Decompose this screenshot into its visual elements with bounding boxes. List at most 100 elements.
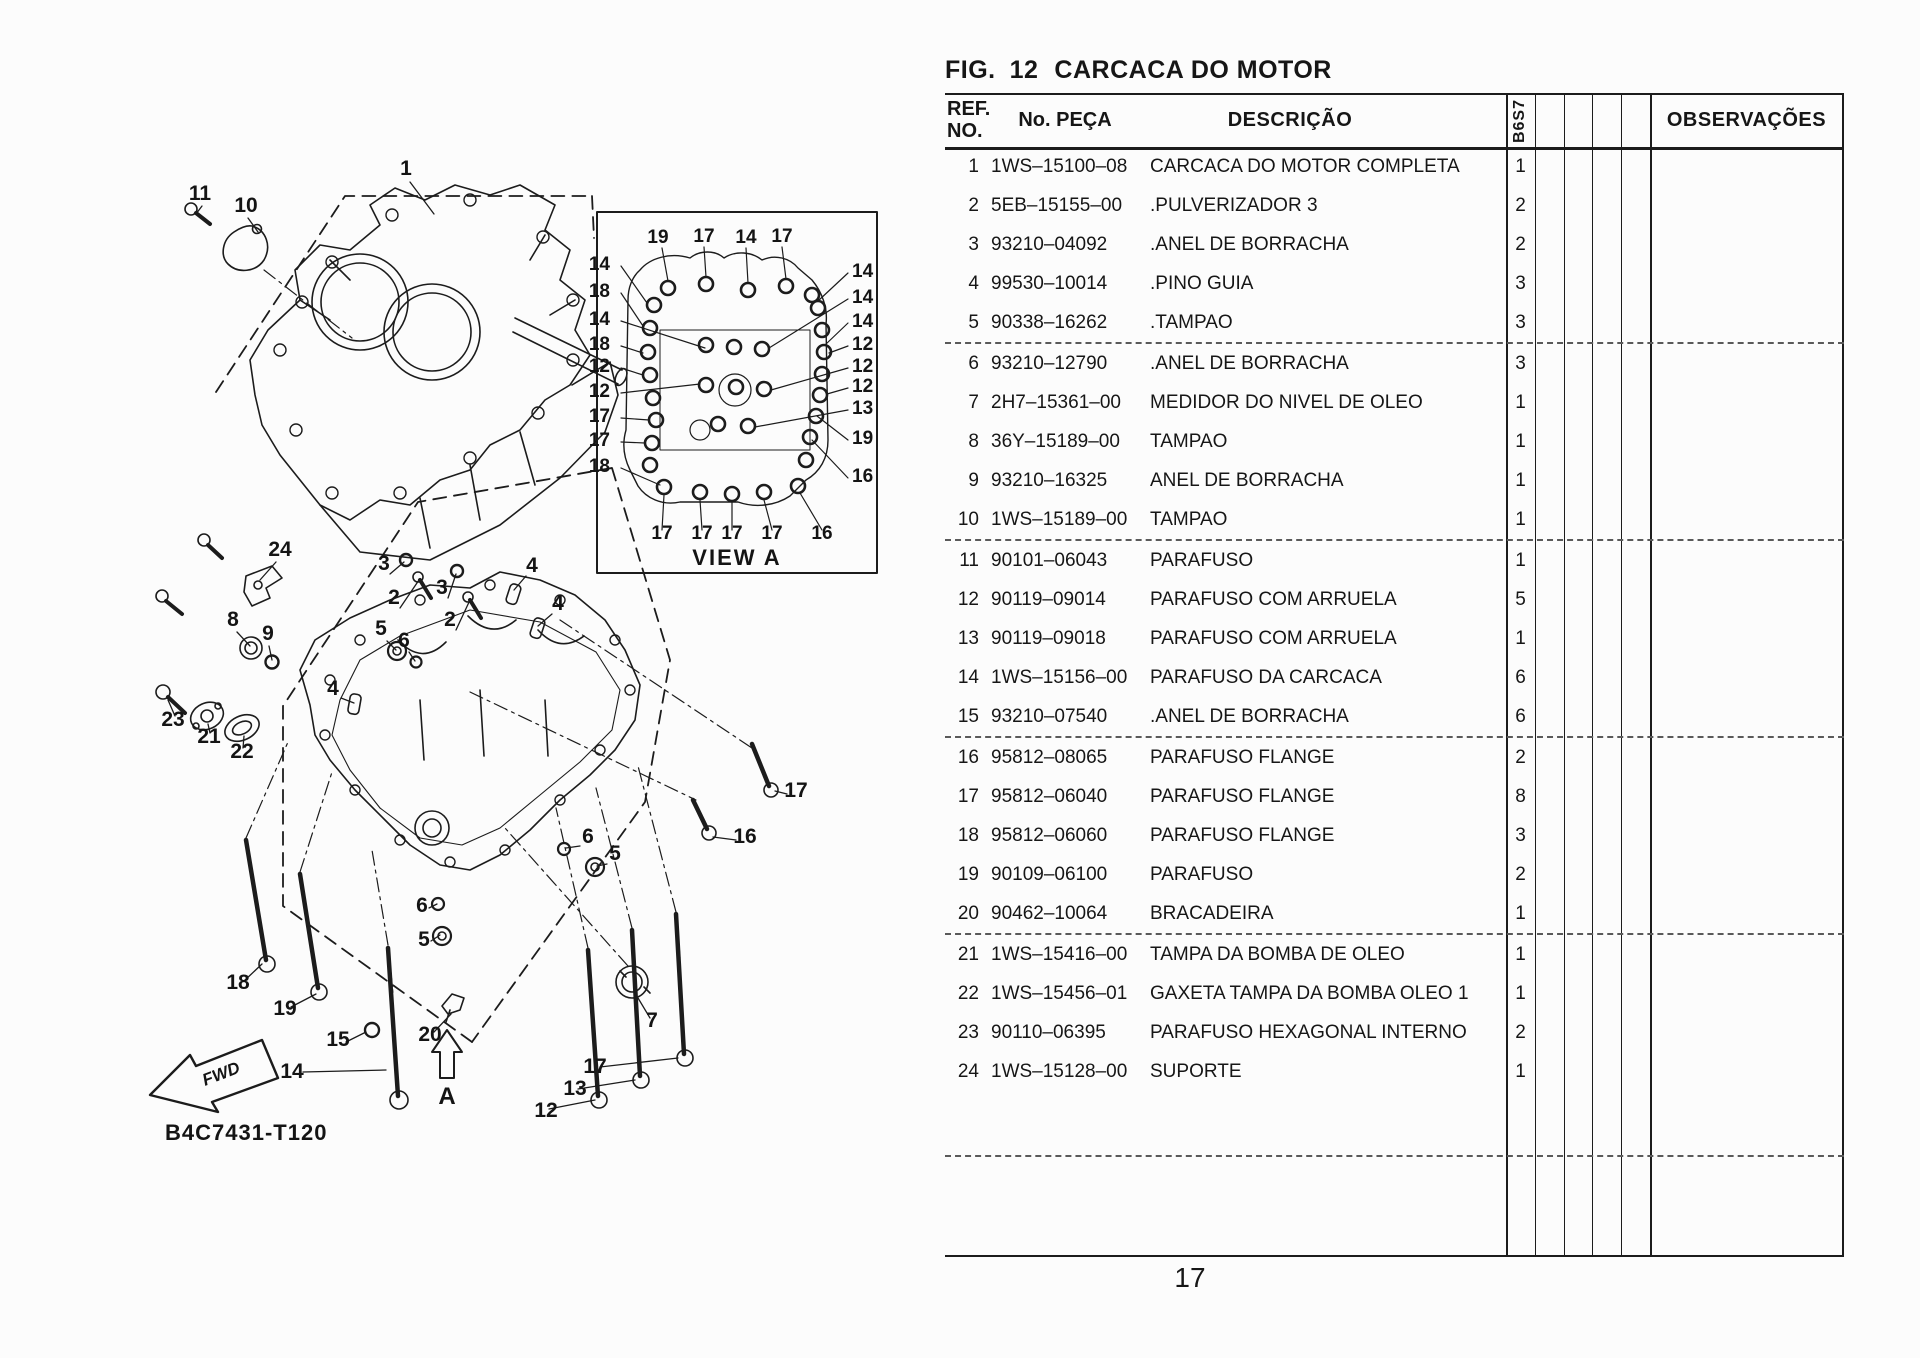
qty-cell: 1 bbox=[1515, 983, 1526, 1004]
callout-label: 17 bbox=[691, 523, 712, 544]
callout-label: 11 bbox=[189, 182, 212, 205]
callout-label: 14 bbox=[280, 1060, 304, 1083]
part-cell: 1WS–15128–00 bbox=[991, 1061, 1128, 1082]
dashed-assembly-outline-lower bbox=[282, 467, 671, 1043]
header-ref-no: REF. NO. bbox=[947, 98, 991, 142]
callout-label: 14 bbox=[589, 254, 611, 275]
qty-cell: 1 bbox=[1515, 392, 1526, 413]
callout-label: 9 bbox=[262, 622, 274, 645]
qty-cell: 3 bbox=[1515, 312, 1526, 333]
desc-cell: GAXETA TAMPA DA BOMBA OLEO 1 bbox=[1150, 983, 1469, 1004]
callout-label: 14 bbox=[589, 309, 611, 330]
header-part-number: No. PEÇA bbox=[1018, 109, 1112, 131]
callout-label: 8 bbox=[227, 608, 239, 631]
callout-label: 6 bbox=[416, 894, 428, 917]
table-rule bbox=[1506, 95, 1508, 1255]
view-direction-arrow: A bbox=[431, 1029, 463, 1110]
callout-label: 19 bbox=[647, 227, 668, 248]
callout-label: 17 bbox=[693, 226, 714, 247]
header-observations: OBSERVAÇÕES bbox=[1666, 109, 1827, 131]
desc-cell: TAMPA DA BOMBA DE OLEO bbox=[1150, 944, 1405, 965]
callout-label: 12 bbox=[852, 356, 873, 377]
table-rule bbox=[1650, 95, 1652, 1255]
callout-label: 12 bbox=[589, 356, 610, 377]
desc-cell: PARAFUSO COM ARRUELA bbox=[1150, 628, 1397, 649]
table-group: 2 1 1WS–15416–00 TAMPA DA BOMBA DE OLEO 1 22… bbox=[945, 935, 1844, 1157]
callout-label: 12 bbox=[852, 376, 873, 397]
callout-label: 16 bbox=[811, 523, 832, 544]
table-rule bbox=[1564, 95, 1565, 1255]
part-cell: 90110–06395 bbox=[991, 1022, 1106, 1043]
bolts-drawing bbox=[243, 741, 779, 1110]
desc-cell: TAMPAO bbox=[1150, 431, 1228, 452]
desc-cell: PARAFUSO bbox=[1150, 550, 1254, 571]
ref-cell: 7 bbox=[968, 392, 979, 413]
desc-cell: BRACADEIRA bbox=[1150, 903, 1274, 924]
upper-crankcase-drawing bbox=[249, 184, 628, 561]
part-cell: 99530–10014 bbox=[991, 273, 1108, 294]
desc-cell: PARAFUSO FLANGE bbox=[1150, 747, 1335, 768]
callout-label: 18 bbox=[226, 971, 250, 994]
callout-label: 13 bbox=[852, 398, 873, 419]
ref-cell: 13 bbox=[957, 628, 979, 649]
callout-label: 18 bbox=[589, 456, 610, 477]
callout-label: 14 bbox=[852, 311, 874, 332]
callout-label: 17 bbox=[589, 430, 610, 451]
callout-label: 24 bbox=[268, 538, 292, 561]
qty-cell: 3 bbox=[1515, 353, 1526, 374]
part-cell: 1WS–15416–00 bbox=[991, 944, 1128, 965]
part-cell: 36Y–15189–00 bbox=[991, 431, 1120, 452]
figure-title-fig: FIG. bbox=[945, 56, 996, 84]
ref-cell: 15 bbox=[957, 706, 979, 727]
qty-cell: 1 bbox=[1515, 550, 1526, 571]
qty-cell: 3 bbox=[1515, 273, 1526, 294]
desc-cell: PARAFUSO bbox=[1150, 864, 1254, 885]
qty-cell: 1 bbox=[1515, 944, 1526, 965]
callout-label: 12 bbox=[589, 381, 610, 402]
part-cell: 2H7–15361–00 bbox=[991, 392, 1121, 413]
table-header: REF. NO. No. PEÇA DESCRIÇÃO B6S7 OBSERVA… bbox=[945, 95, 1844, 150]
callout-label: 2 bbox=[388, 586, 400, 609]
part-cell: 1WS–15189–00 bbox=[991, 509, 1128, 530]
callout-label: 4 bbox=[526, 554, 538, 577]
callout-label: 17 bbox=[583, 1055, 606, 1078]
desc-cell: CARCACA DO MOTOR COMPLETA bbox=[1150, 156, 1460, 177]
callout-label: 17 bbox=[784, 779, 807, 802]
part-cell: 93210–16325 bbox=[991, 470, 1108, 491]
qty-cell: 2 bbox=[1515, 1022, 1526, 1043]
desc-cell: MEDIDOR DO NIVEL DE OLEO bbox=[1150, 392, 1423, 413]
inset-leader-lines bbox=[620, 246, 849, 531]
ref-cell: 20 bbox=[957, 903, 979, 924]
callout-label: 14 bbox=[852, 287, 874, 308]
desc-cell: ANEL DE BORRACHA bbox=[1150, 470, 1344, 491]
qty-cell: 2 bbox=[1515, 195, 1526, 216]
part-cell: 90109–06100 bbox=[991, 864, 1108, 885]
part-cell: 93210–04092 bbox=[991, 234, 1108, 255]
ref-cell: 10 bbox=[957, 509, 979, 530]
qty-cell: 5 bbox=[1515, 589, 1526, 610]
part-cell: 5EB–15155–00 bbox=[991, 195, 1123, 216]
ref-cell: 18 bbox=[957, 825, 979, 846]
callout-label: 17 bbox=[761, 523, 782, 544]
callout-label: 17 bbox=[771, 226, 792, 247]
table-row: 7 2H7–15361–00 MEDIDOR DO NIVEL DE OLEO 1 bbox=[945, 383, 1844, 422]
qty-cell: 1 bbox=[1515, 431, 1526, 452]
callout-label: 3 bbox=[436, 576, 448, 599]
table-rule bbox=[1535, 95, 1536, 1255]
